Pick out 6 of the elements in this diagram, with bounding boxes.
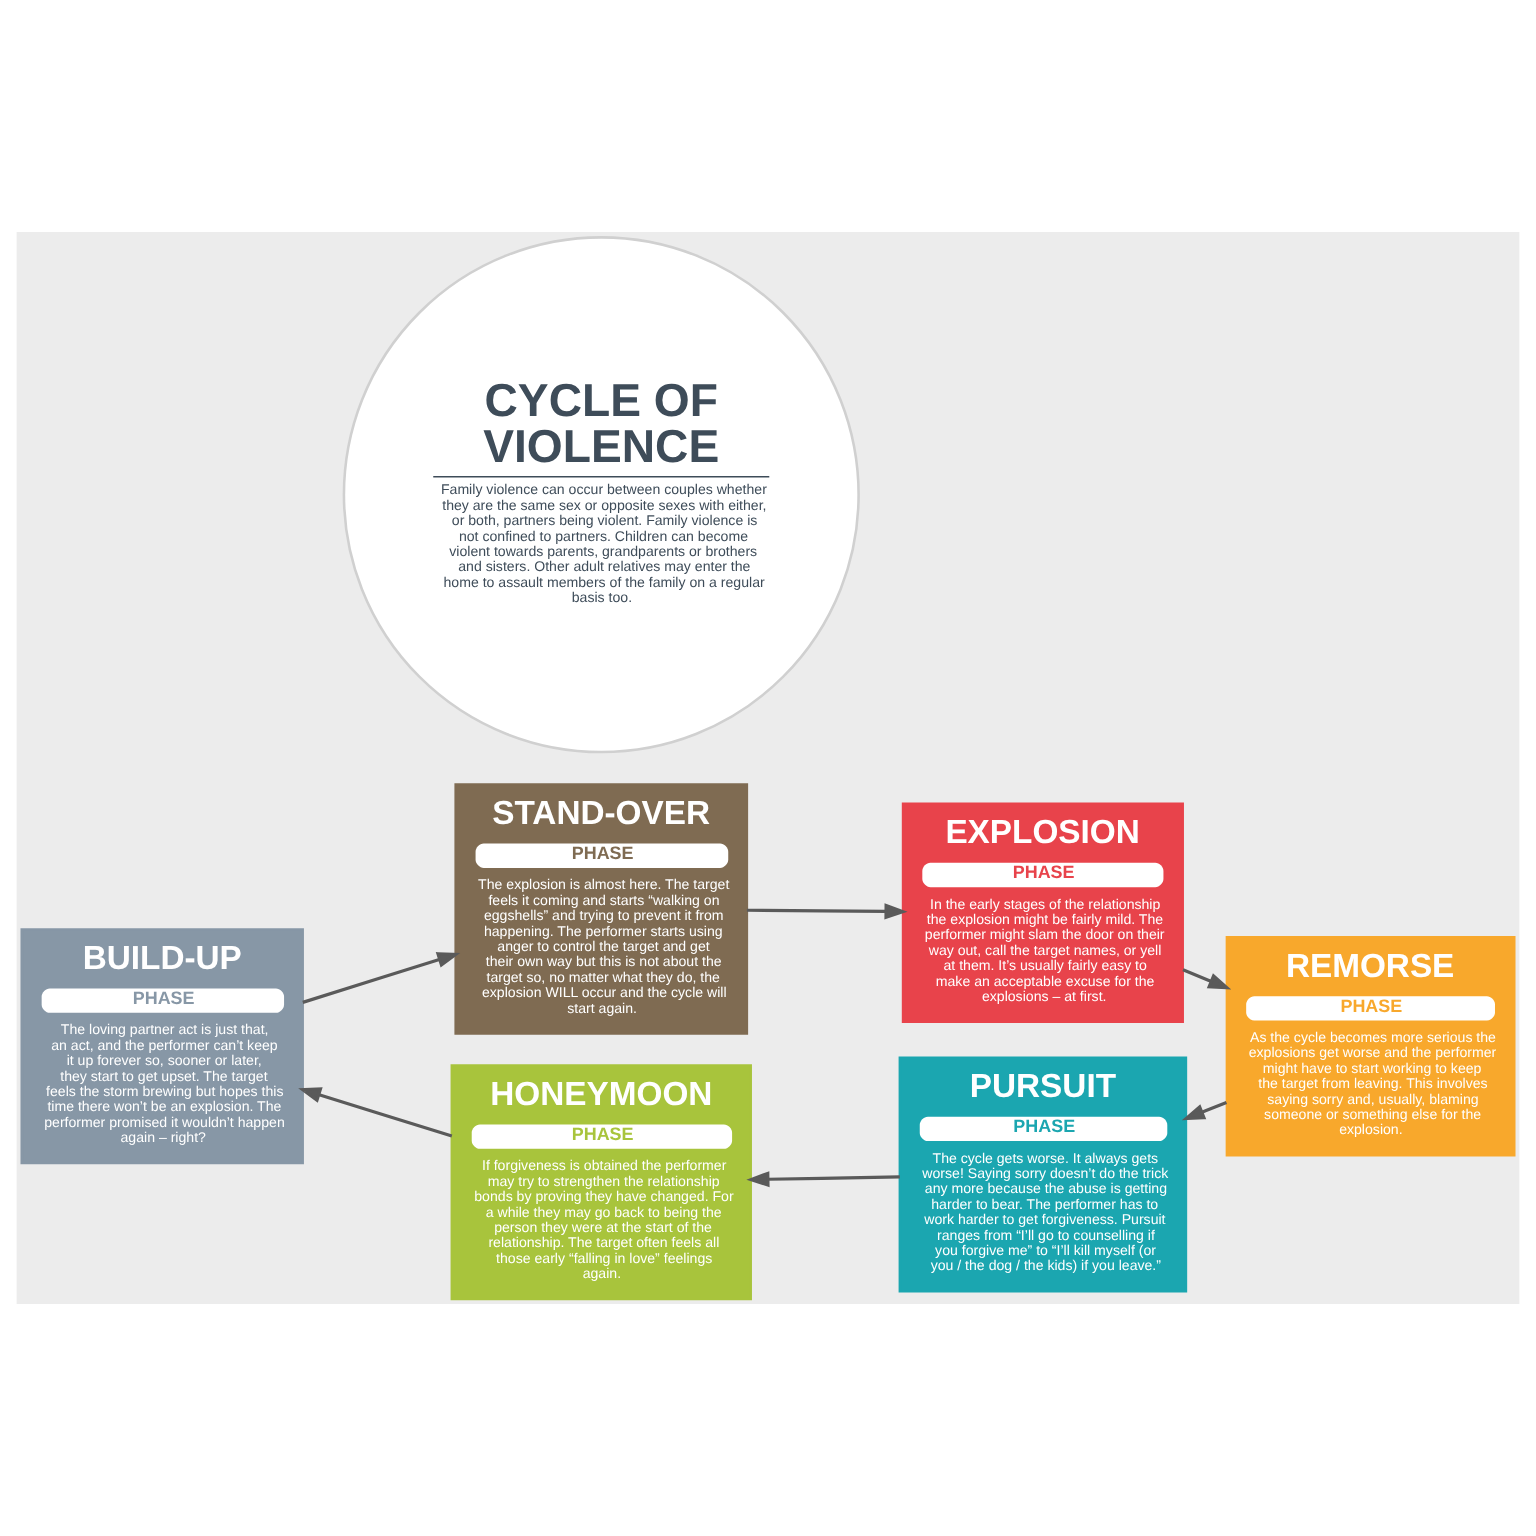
arrow	[298, 1087, 453, 1138]
arrow	[1182, 968, 1232, 990]
arrow	[1181, 1101, 1228, 1121]
arrow	[302, 952, 461, 1004]
arrow	[746, 903, 908, 920]
arrow	[746, 1171, 900, 1188]
